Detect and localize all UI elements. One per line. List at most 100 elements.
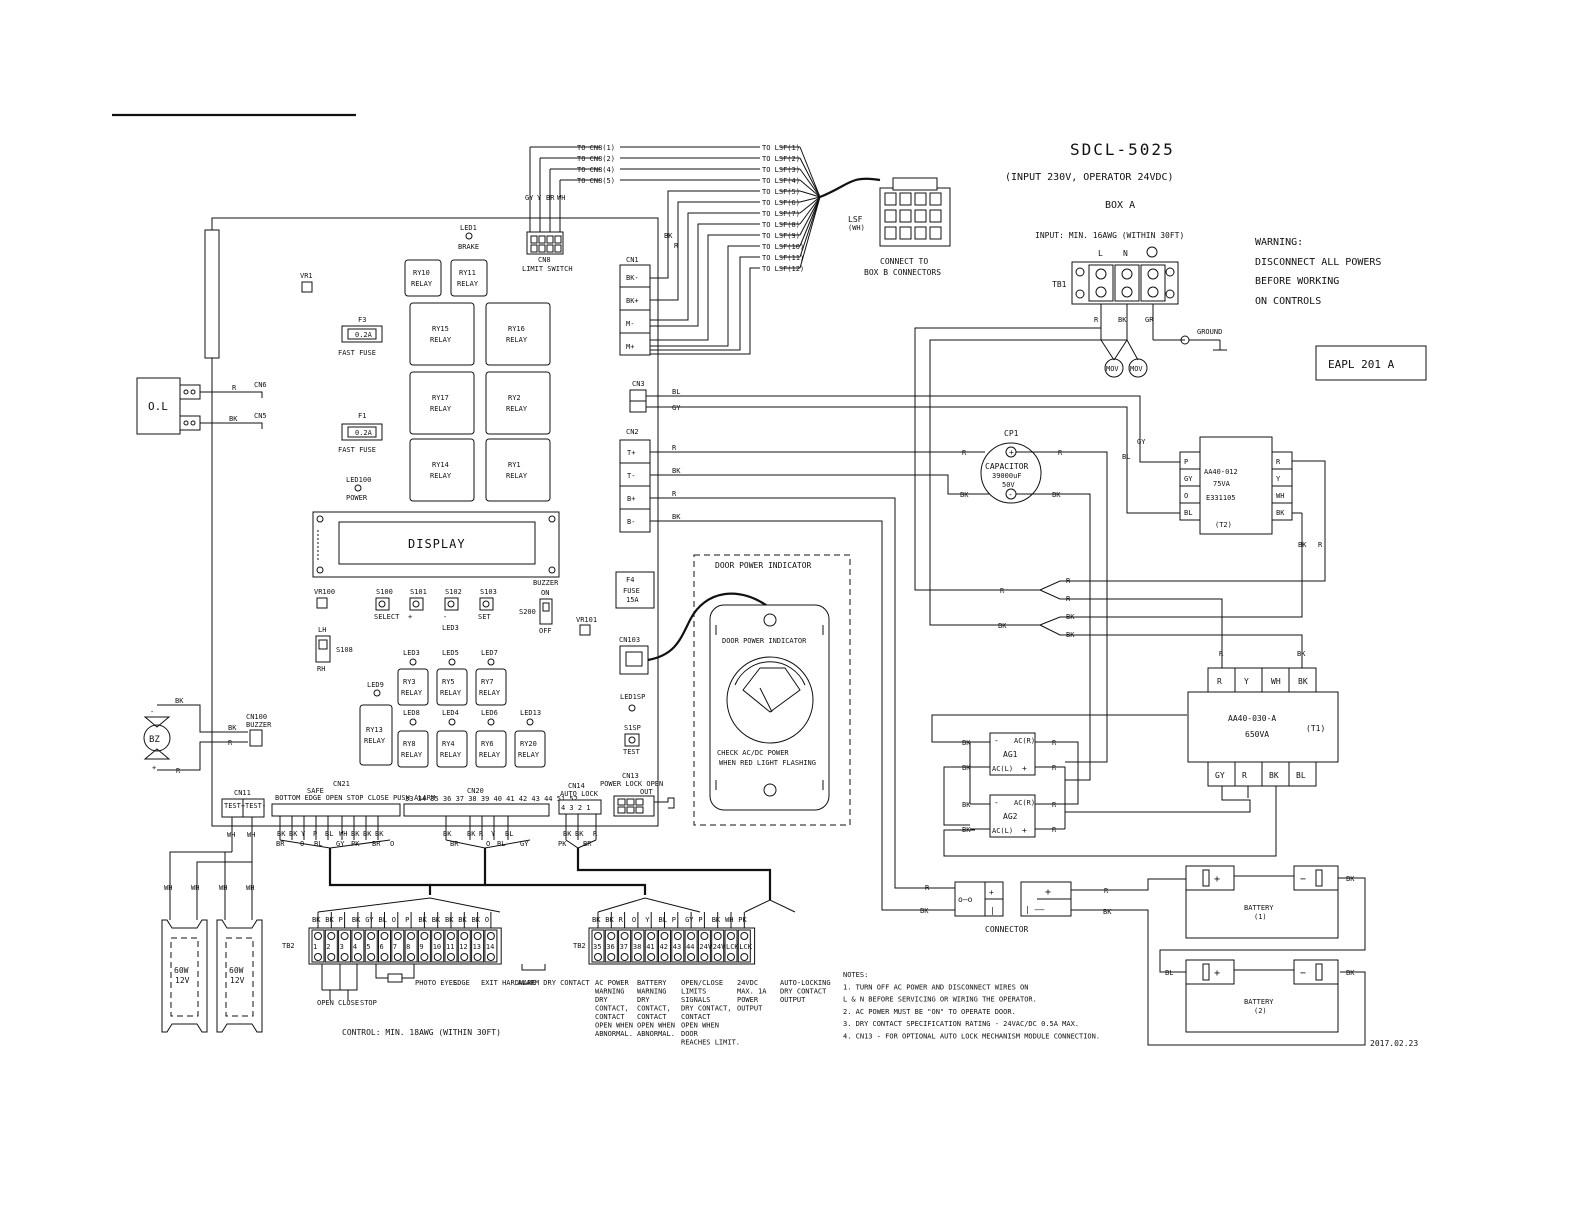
wire-color: O — [486, 840, 490, 848]
wire-color: BK — [375, 830, 384, 838]
tb2-desc: EXIT HARDWARE — [481, 979, 536, 987]
wire-color: BK — [325, 916, 334, 924]
svg-text:+: + — [1045, 887, 1051, 898]
wire-color: BK — [962, 739, 971, 747]
wire-color: R — [1052, 801, 1057, 809]
led-label: LED3 — [403, 649, 420, 657]
to-lsf-label: TO LSF(2) — [762, 155, 800, 163]
wire-color: BK — [672, 513, 681, 521]
tb2-desc: DRY — [637, 996, 650, 1004]
cn103-jack: CN103 — [619, 592, 771, 675]
to-lsf-label: TO LSF(3) — [762, 166, 800, 174]
box-label: BOX A — [1105, 200, 1135, 211]
wire-color: WH — [191, 884, 199, 892]
cn14-desc: AUTO LOCK — [560, 790, 599, 798]
cn3-connector: CN3 BL GY GY BL — [629, 380, 1185, 514]
tb2-desc: PHOTO EYES — [415, 979, 457, 987]
relay-id: RY8 — [403, 740, 416, 748]
cn1-pin: M+ — [626, 343, 634, 351]
wire-color: BR — [276, 840, 285, 848]
switch-label: SET — [478, 613, 491, 621]
led1sp-label: LED1SP — [620, 693, 645, 701]
cn1-pin: BK+ — [626, 297, 639, 305]
wire-color: BK — [352, 916, 361, 924]
test-button[interactable] — [624, 733, 640, 747]
t2-va: 75VA — [1213, 480, 1231, 488]
cn6-label: CN6 — [254, 381, 267, 389]
wire-color: P — [698, 916, 702, 924]
tb2-desc: STOP — [360, 999, 377, 1007]
tact-switch-button[interactable] — [375, 597, 390, 611]
tb2-desc: ABNORMAL. — [637, 1030, 675, 1038]
fuse-value: 0.2A — [355, 429, 373, 437]
cn2-pin: B+ — [627, 495, 635, 503]
vr100-trimmer — [316, 597, 328, 609]
ag-id: AG2 — [1003, 812, 1018, 821]
lsf-note: BOX B CONNECTORS — [864, 268, 941, 277]
svg-text:BK: BK — [229, 415, 238, 423]
tb2-desc: OUTPUT — [737, 1005, 763, 1013]
t1-id: (T1) — [1306, 724, 1325, 733]
cn8-limit-switch: CN8 LIMIT SWITCH GY Y BR WH TO CN8(1) TO… — [522, 144, 760, 273]
led-label: LED9 — [367, 681, 384, 689]
cn2-connector: CN2 T+ T- B+ B- R BK R BK RBK — [619, 428, 990, 911]
cn11-connector: CN11 TEST+ TEST- WH WH WH WH WH WH — [164, 789, 266, 905]
tact-switch-button[interactable] — [479, 597, 494, 611]
warning-line: BEFORE WORKING — [1255, 276, 1339, 287]
svg-text:BK: BK — [1297, 650, 1306, 658]
buzzer-sw-id: S200 — [519, 608, 536, 616]
t1-va: 650VA — [1245, 730, 1269, 739]
wire-color: P — [672, 916, 676, 924]
wire-color: BK — [418, 916, 427, 924]
relay-type: RELAY — [440, 689, 462, 697]
t1-pin-bottom: R — [1242, 771, 1247, 780]
tb2-desc: ALARM DRY CONTACT — [518, 979, 590, 987]
wire-color: PK — [351, 840, 360, 848]
tb2-desc: AUTO-LOCKING — [780, 979, 831, 987]
tact-switch-button[interactable] — [444, 597, 459, 611]
svg-text:| ——: | —— — [1025, 905, 1044, 914]
wire-color: P — [313, 830, 317, 838]
to-cn8-label: TO CN8(2) — [577, 155, 615, 163]
relay-type: RELAY — [411, 280, 433, 288]
wire-color: BK — [432, 916, 441, 924]
wire-color: PK — [738, 916, 747, 924]
terminal-l: L — [1098, 249, 1103, 258]
led-label: LED5 — [442, 649, 459, 657]
s108-rh: RH — [317, 665, 325, 673]
fuse-value: 0.2A — [355, 331, 373, 339]
fuse-f4: F4 FUSE 15A — [615, 571, 655, 609]
wire-color: BK — [962, 826, 971, 834]
svg-text:-: - — [150, 708, 154, 716]
relay-id: RY17 — [432, 394, 449, 402]
buzzer-switch: BUZZER ON S200 OFF — [519, 579, 559, 635]
to-cn8-label: TO CN8(4) — [577, 166, 615, 174]
fuse-type: FUSE — [623, 587, 640, 595]
lcd-display: DISPLAY — [312, 511, 560, 578]
wire-color: GY — [1137, 438, 1146, 446]
switch-label: SELECT — [374, 613, 400, 621]
note-line: 4. CN13 - FOR OPTIONAL AUTO LOCK MECHANI… — [843, 1033, 1100, 1041]
wire-color: BL — [314, 840, 322, 848]
relay-id: RY5 — [442, 678, 455, 686]
control-board — [211, 217, 659, 827]
cn20-label: CN20 — [467, 787, 484, 795]
tact-switch-button[interactable] — [409, 597, 424, 611]
svg-text:BK: BK — [1118, 316, 1127, 324]
tb2-left-terminal: 4 — [353, 943, 357, 951]
to-lsf-label: TO LSF(10) — [762, 243, 804, 251]
relay-type: RELAY — [506, 472, 528, 480]
t2-model: AA40-012 — [1204, 468, 1238, 476]
power-input-spec: INPUT: MIN. 16AWG (WITHIN 30FT) — [1035, 231, 1184, 240]
t2-pin-left: BL — [1184, 509, 1192, 517]
tb2-right-terminal: 44 — [686, 943, 694, 951]
cn13-out: OUT — [640, 788, 653, 796]
vr101-trimmer — [579, 624, 591, 636]
